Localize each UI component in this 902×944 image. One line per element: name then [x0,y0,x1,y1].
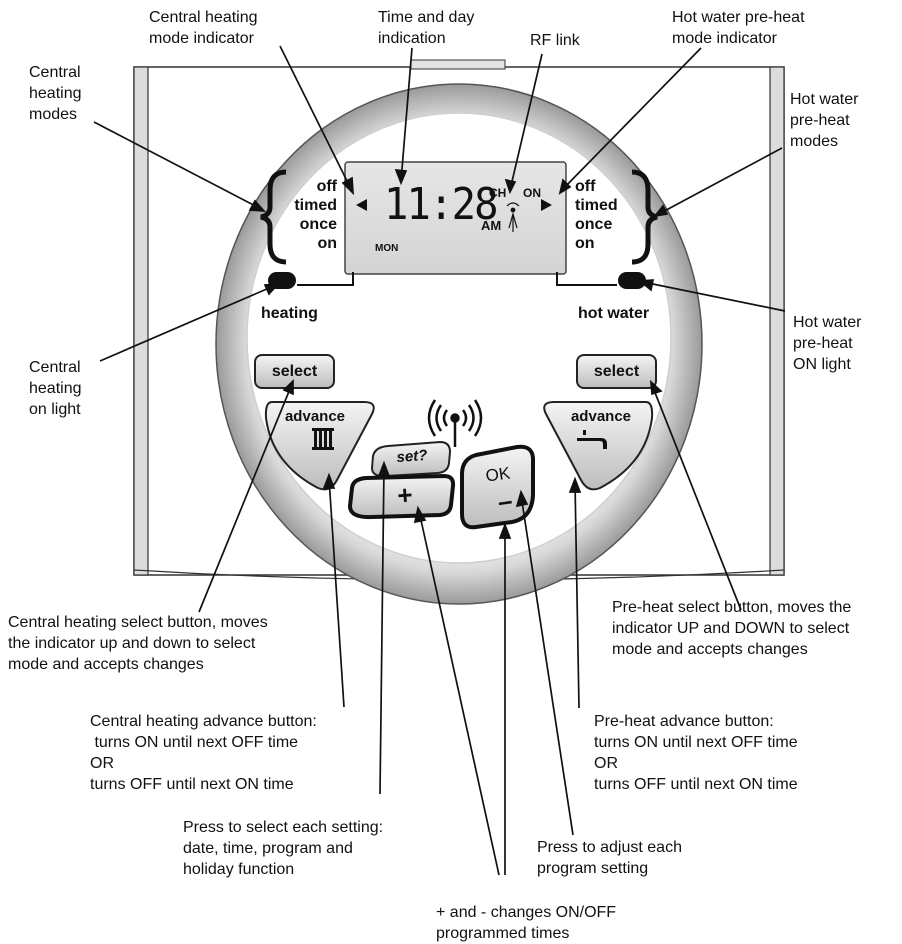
callout-hw-modes: Hot water pre-heat modes [790,91,859,150]
hw-modes: off timed once on [575,177,635,253]
ch-modes: off timed once on [280,177,337,253]
callout-ch-on-light: Central heating on light [29,359,82,418]
ch-select-button[interactable] [254,354,335,389]
callout-rf-link: RF link [530,32,580,49]
lcd-ampm: AM [481,218,502,233]
hw-on-light [556,272,646,289]
ok-minus-button[interactable] [460,444,535,530]
ch-select-label[interactable]: select [271,363,318,380]
leader-lines [93,45,786,876]
lcd-rf-icon [506,202,520,232]
hw-mode-arrow-icon [541,199,552,211]
hw-mode-on: on [575,235,595,252]
tap-icon [577,430,607,449]
callout-time-day: Time and day indication [378,9,475,47]
lcd-day: MON [375,243,399,254]
callout-adjust: Press to adjust each program setting [537,839,682,877]
hw-mode-once: once [575,216,613,233]
lcd-ch: CH [489,186,507,200]
callout-ch-select: Central heating select button, moves the… [8,614,268,673]
callout-set: Press to select each setting: date, time… [183,819,384,878]
callout-hw-mode-indicator: Hot water pre-heat mode indicator [672,9,805,47]
rf-signal-icon [427,399,483,447]
ch-mode-arrow-icon [356,199,367,211]
ch-advance-label[interactable]: advance [284,408,346,425]
set-button[interactable] [370,440,452,478]
plus-button[interactable] [347,473,456,520]
hw-advance-label[interactable]: advance [570,408,632,425]
ch-mode-on: on [317,235,337,252]
hw-mode-off: off [575,178,596,195]
callout-plus-minus: + and - changes ON/OFF programmed times [436,904,617,942]
hw-mode-bracket [631,169,658,265]
ch-mode-timed: timed [294,197,337,214]
callout-ch-mode-indicator: Central heating mode indicator [149,9,258,47]
ch-mode-bracket [260,169,287,265]
heating-label: heating [261,305,318,322]
callout-hw-select: Pre-heat select button, moves the indica… [612,599,852,658]
callout-ch-advance: Central heating advance button: turns ON… [90,713,317,793]
hw-select-button[interactable] [576,354,657,389]
ch-mode-off: off [316,178,337,195]
hw-mode-timed: timed [575,197,618,214]
minus-label[interactable]: – [495,485,515,517]
ch-advance-button[interactable] [264,401,375,491]
hw-advance-button[interactable] [543,401,654,491]
hotwater-label: hot water [578,305,650,322]
lcd-time: 11:28 [384,179,499,230]
lcd-on: ON [523,186,541,200]
radiator-icon [312,428,334,450]
callout-hw-advance: Pre-heat advance button: turns ON until … [594,713,798,793]
plus-label[interactable]: + [396,479,414,511]
callout-hw-on-light: Hot water pre-heat ON light [793,314,862,373]
ch-mode-once: once [299,216,337,233]
hw-select-label[interactable]: select [593,363,640,380]
callout-ch-modes: Central heating modes [29,64,82,123]
